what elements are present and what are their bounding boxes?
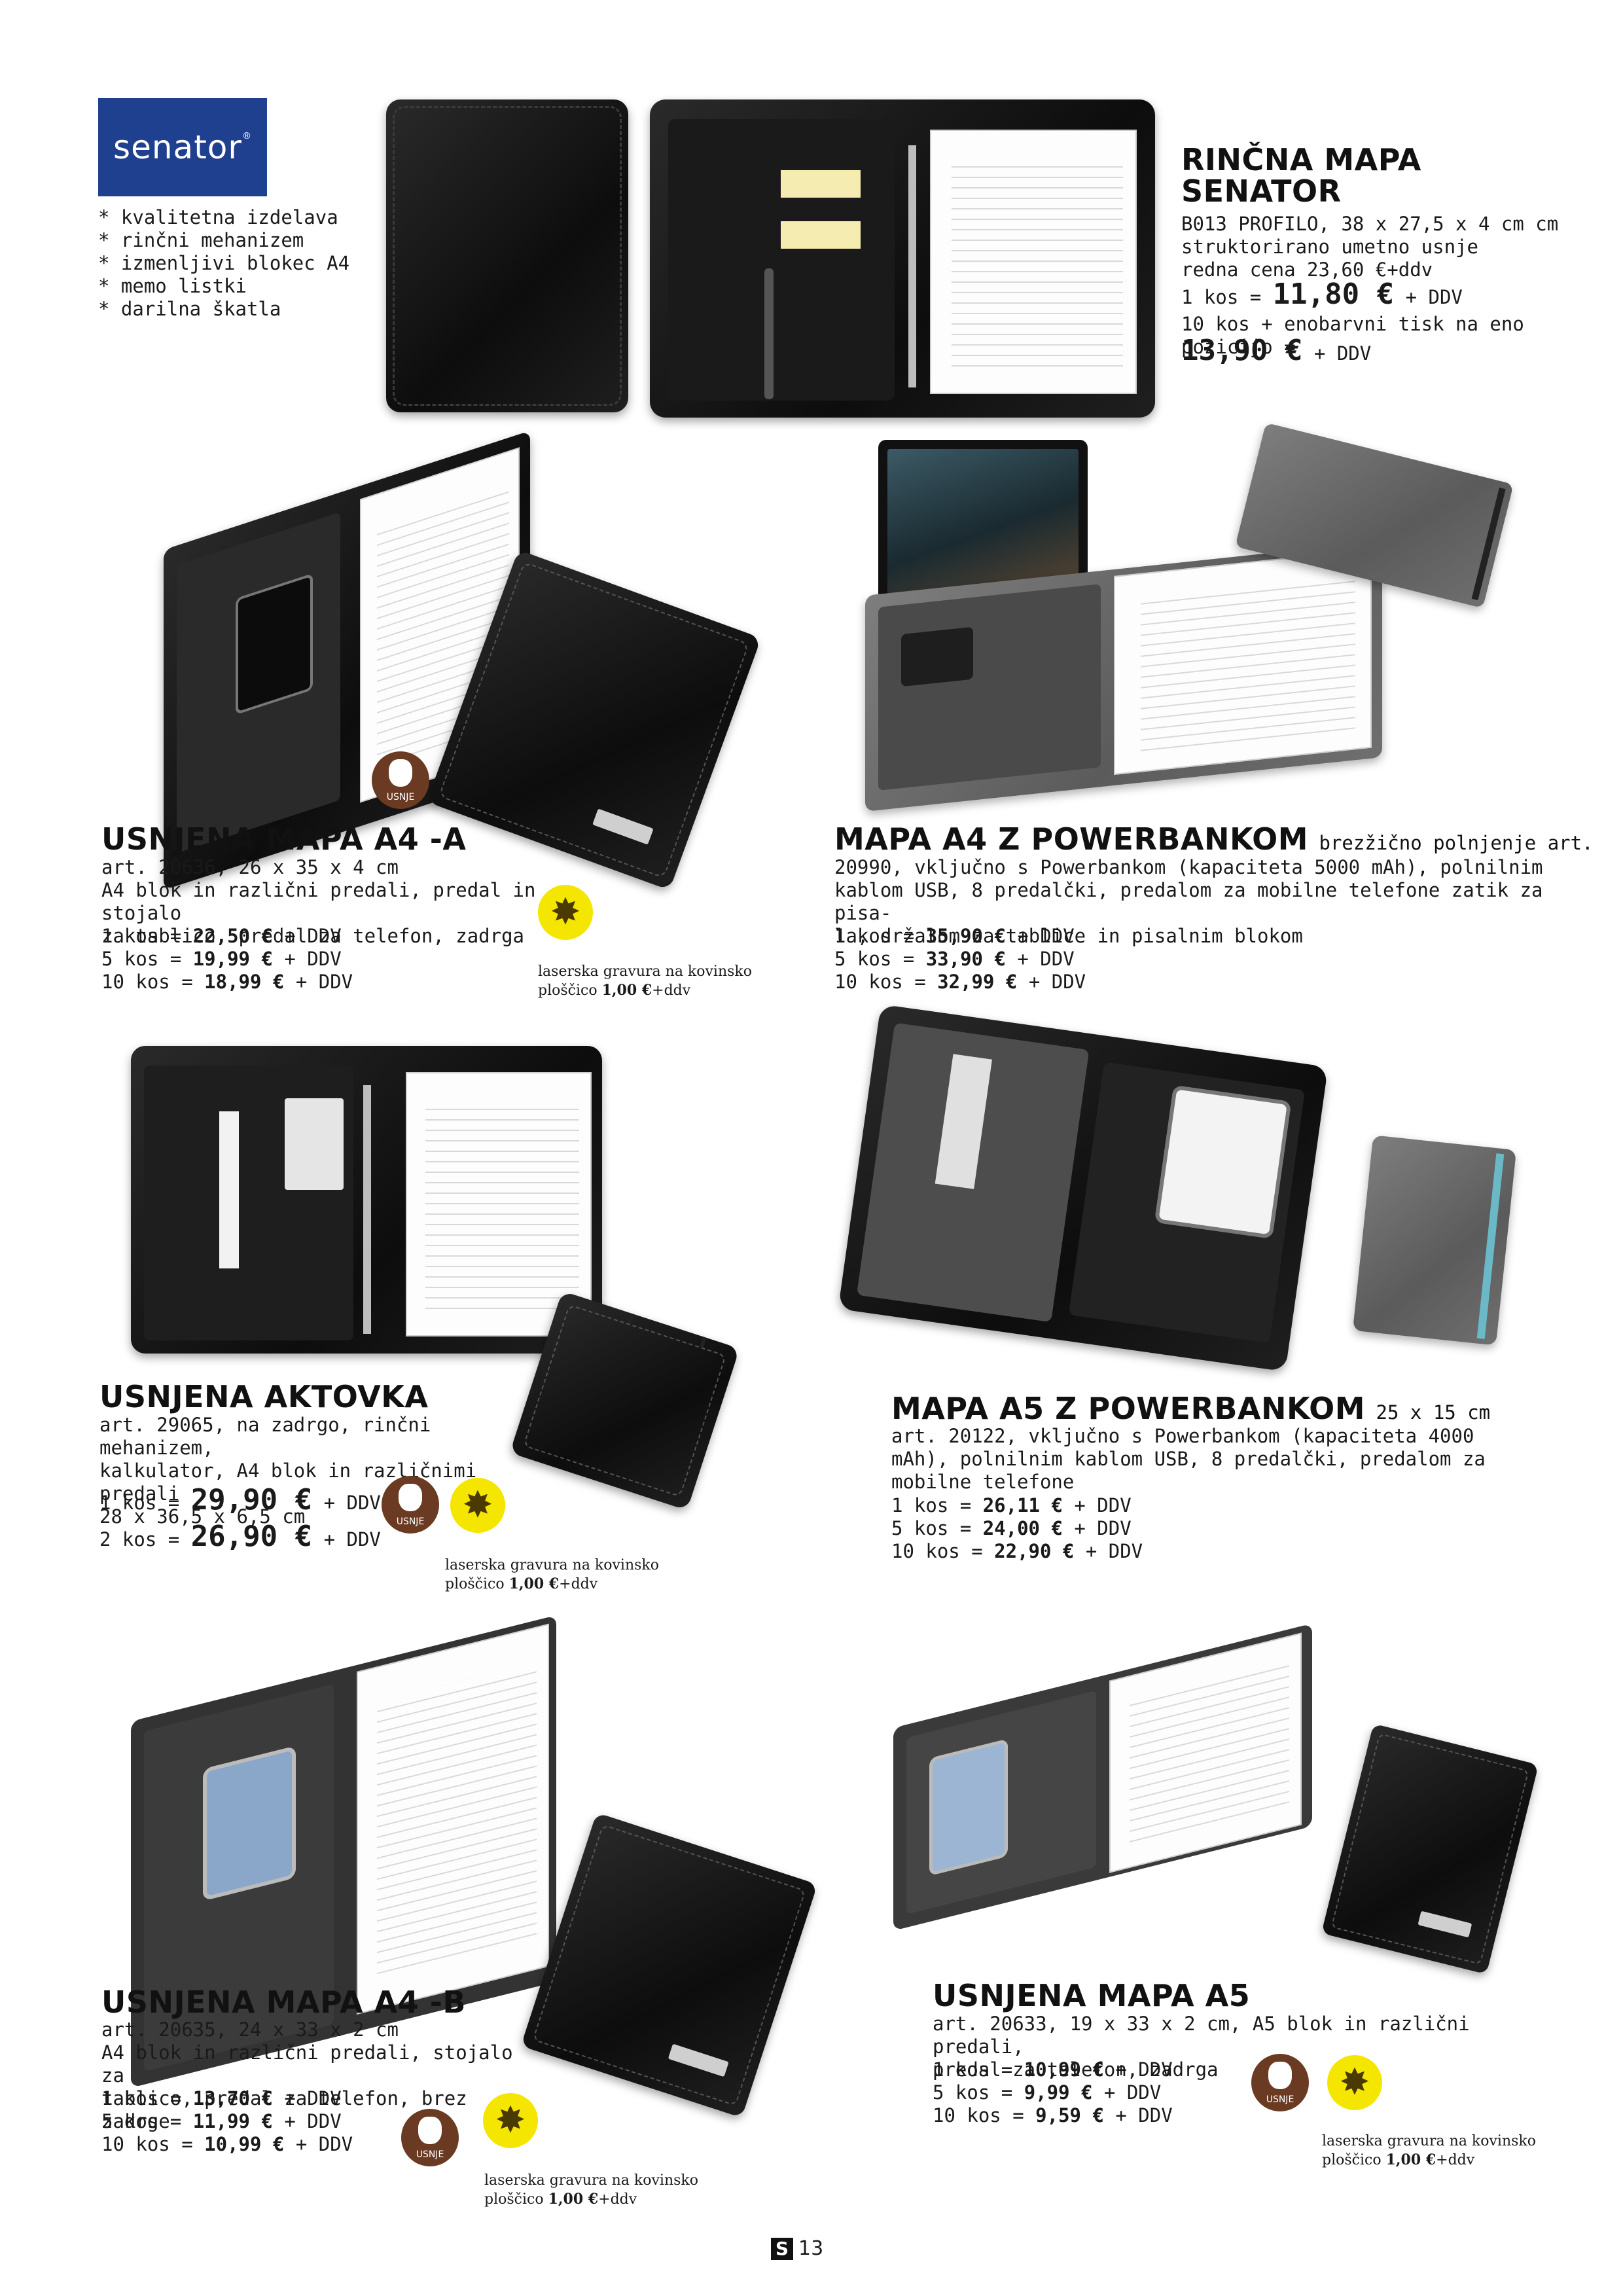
a4a-laser-badge: ✸ bbox=[538, 885, 593, 940]
leather-icon bbox=[389, 759, 412, 787]
aktovka-open-image bbox=[131, 1046, 602, 1354]
a4b-folder-closed-image bbox=[520, 1812, 818, 2118]
power-a5-details: art. 20122, vključno s Powerbankom (kapa… bbox=[891, 1425, 1486, 1493]
leather-icon bbox=[418, 2117, 442, 2144]
a4b-price-row: 1 kos = 13,70 € + DDV bbox=[101, 2087, 342, 2109]
power-a5-price-row: 10 kos = 22,90 € + DDV bbox=[891, 1540, 1143, 1562]
a4b-laser-badge: ✸ bbox=[483, 2093, 538, 2148]
a4a-laser-note: laserska gravura na kovinsko ploščico 1,… bbox=[538, 963, 753, 999]
power-a5-folder-closed-image bbox=[1352, 1135, 1517, 1346]
senator-folder-closed-image bbox=[386, 99, 628, 412]
aktovka-laser-badge: ✸ bbox=[450, 1478, 505, 1533]
rincna-title: RINČNA MAPA SENATOR bbox=[1181, 144, 1421, 207]
a4a-price-row: 1 kos = 22,50 € + DDV bbox=[101, 925, 342, 947]
power-a4-title: MAPA A4 Z POWERBANKOM brezžično polnjenj… bbox=[834, 821, 1594, 857]
a5-price-row: 10 kos = 9,59 € + DDV bbox=[933, 2104, 1173, 2126]
a4a-title: USNJENA MAPA A4 -A bbox=[101, 821, 467, 857]
laser-icon: ✸ bbox=[495, 2099, 526, 2142]
footer-logo-mark: S bbox=[771, 2237, 793, 2260]
logo-text: senator bbox=[113, 128, 242, 166]
aktovka-prices: 1 kos = 29,90 € + DDV 2 kos = 26,90 € + … bbox=[99, 1483, 381, 1556]
a5-leather-badge: USNJE bbox=[1251, 2054, 1309, 2111]
a4b-details: art. 20635, 24 x 33 x 2 cm A4 blok in ra… bbox=[101, 2018, 513, 2132]
rincna-details: B013 PROFILO, 38 x 27,5 x 4 cm cm strukt… bbox=[1181, 213, 1559, 281]
power-a4-tablet-image bbox=[878, 440, 1088, 603]
page-number: 13 bbox=[798, 2237, 824, 2260]
a5-laser-badge: ✸ bbox=[1327, 2055, 1382, 2110]
power-a4-price-row: 10 kos = 32,99 € + DDV bbox=[834, 971, 1086, 993]
a4b-title: USNJENA MAPA A4 -B bbox=[101, 1984, 466, 2020]
a4b-laser-note: laserska gravura na kovinsko ploščico 1,… bbox=[484, 2172, 699, 2208]
power-a4-price-row: 1 kos = 35,90 € + DDV bbox=[834, 925, 1075, 947]
a5-price-row: 1 kos = 10,99 € + DDV bbox=[933, 2058, 1173, 2081]
leather-icon bbox=[1268, 2062, 1292, 2089]
a5-title: USNJENA MAPA A5 bbox=[933, 1978, 1251, 2013]
laser-icon: ✸ bbox=[462, 1484, 493, 1526]
power-a5-price-row: 5 kos = 24,00 € + DDV bbox=[891, 1517, 1132, 1539]
rincna-price-10: 10 kos + enobarvni tisk na eno pozicijo … bbox=[1181, 313, 1524, 358]
aktovka-price-row: 1 kos = 29,90 € + DDV bbox=[99, 1483, 381, 1516]
rincna-price-10-value: 13,90 € + DDV bbox=[1181, 334, 1372, 367]
senator-logo: senator® bbox=[98, 98, 267, 196]
aktovka-price-row: 2 kos = 26,90 € + DDV bbox=[99, 1520, 381, 1553]
a4b-leather-badge: USNJE bbox=[401, 2109, 459, 2166]
power-a5-prices: 1 kos = 26,11 € + DDV 5 kos = 24,00 € + … bbox=[891, 1494, 1143, 1563]
page-footer: S 13 bbox=[771, 2237, 823, 2260]
power-a4-price-row: 5 kos = 33,90 € + DDV bbox=[834, 948, 1075, 970]
a5-details: art. 20633, 19 x 33 x 2 cm, A5 blok in r… bbox=[933, 2013, 1470, 2081]
a4b-price-row: 10 kos = 10,99 € + DDV bbox=[101, 2133, 353, 2155]
aktovka-details: art. 29065, na zadrgo, rinčni mehanizem,… bbox=[99, 1414, 477, 1528]
power-a4-prices: 1 kos = 35,90 € + DDV 5 kos = 33,90 € + … bbox=[834, 925, 1086, 994]
power-a5-price-row: 1 kos = 26,11 € + DDV bbox=[891, 1494, 1132, 1516]
a5-folder-open-image bbox=[893, 1623, 1312, 1931]
a5-prices: 1 kos = 10,99 € + DDV 5 kos = 9,99 € + D… bbox=[933, 2058, 1173, 2127]
feature-list: * kvalitetna izdelava * rinčni mehanizem… bbox=[98, 206, 350, 320]
aktovka-laser-note: laserska gravura na kovinsko ploščico 1,… bbox=[445, 1557, 660, 1592]
a4b-prices: 1 kos = 13,70 € + DDV 5 kos = 11,99 € + … bbox=[101, 2087, 353, 2156]
aktovka-title: USNJENA AKTOVKA bbox=[99, 1379, 429, 1414]
a5-folder-closed-image bbox=[1321, 1723, 1539, 1975]
leather-icon bbox=[399, 1484, 422, 1511]
rincna-price-1: 1 kos = 11,80 € + DDV bbox=[1181, 278, 1463, 311]
a4a-price-row: 10 kos = 18,99 € + DDV bbox=[101, 971, 353, 993]
a4a-price-row: 5 kos = 19,99 € + DDV bbox=[101, 948, 342, 970]
a4a-details: art. 20636, 26 x 35 x 4 cm A4 blok in ra… bbox=[101, 856, 536, 947]
rincna-title-line2: SENATOR bbox=[1181, 173, 1342, 209]
a5-price-row: 5 kos = 9,99 € + DDV bbox=[933, 2081, 1162, 2104]
power-a5-title: MAPA A5 Z POWERBANKOM 25 x 15 cm bbox=[891, 1391, 1491, 1426]
a5-laser-note: laserska gravura na kovinsko ploščico 1,… bbox=[1322, 2133, 1537, 2168]
aktovka-leather-badge: USNJE bbox=[382, 1476, 439, 1534]
laser-icon: ✸ bbox=[550, 891, 581, 933]
logo-mark: ® bbox=[241, 131, 252, 141]
power-a5-folder-open-image bbox=[838, 1004, 1329, 1372]
a4a-prices: 1 kos = 22,50 € + DDV 5 kos = 19,99 € + … bbox=[101, 925, 353, 994]
senator-folder-open-image bbox=[650, 99, 1155, 418]
power-a4-details: 20990, vključno s Powerbankom (kapacitet… bbox=[834, 856, 1543, 947]
laser-icon: ✸ bbox=[1339, 2061, 1370, 2104]
rincna-title-line1: RINČNA MAPA bbox=[1181, 142, 1421, 177]
a4a-leather-badge: USNJE bbox=[372, 751, 429, 809]
a4b-price-row: 5 kos = 11,99 € + DDV bbox=[101, 2110, 342, 2132]
